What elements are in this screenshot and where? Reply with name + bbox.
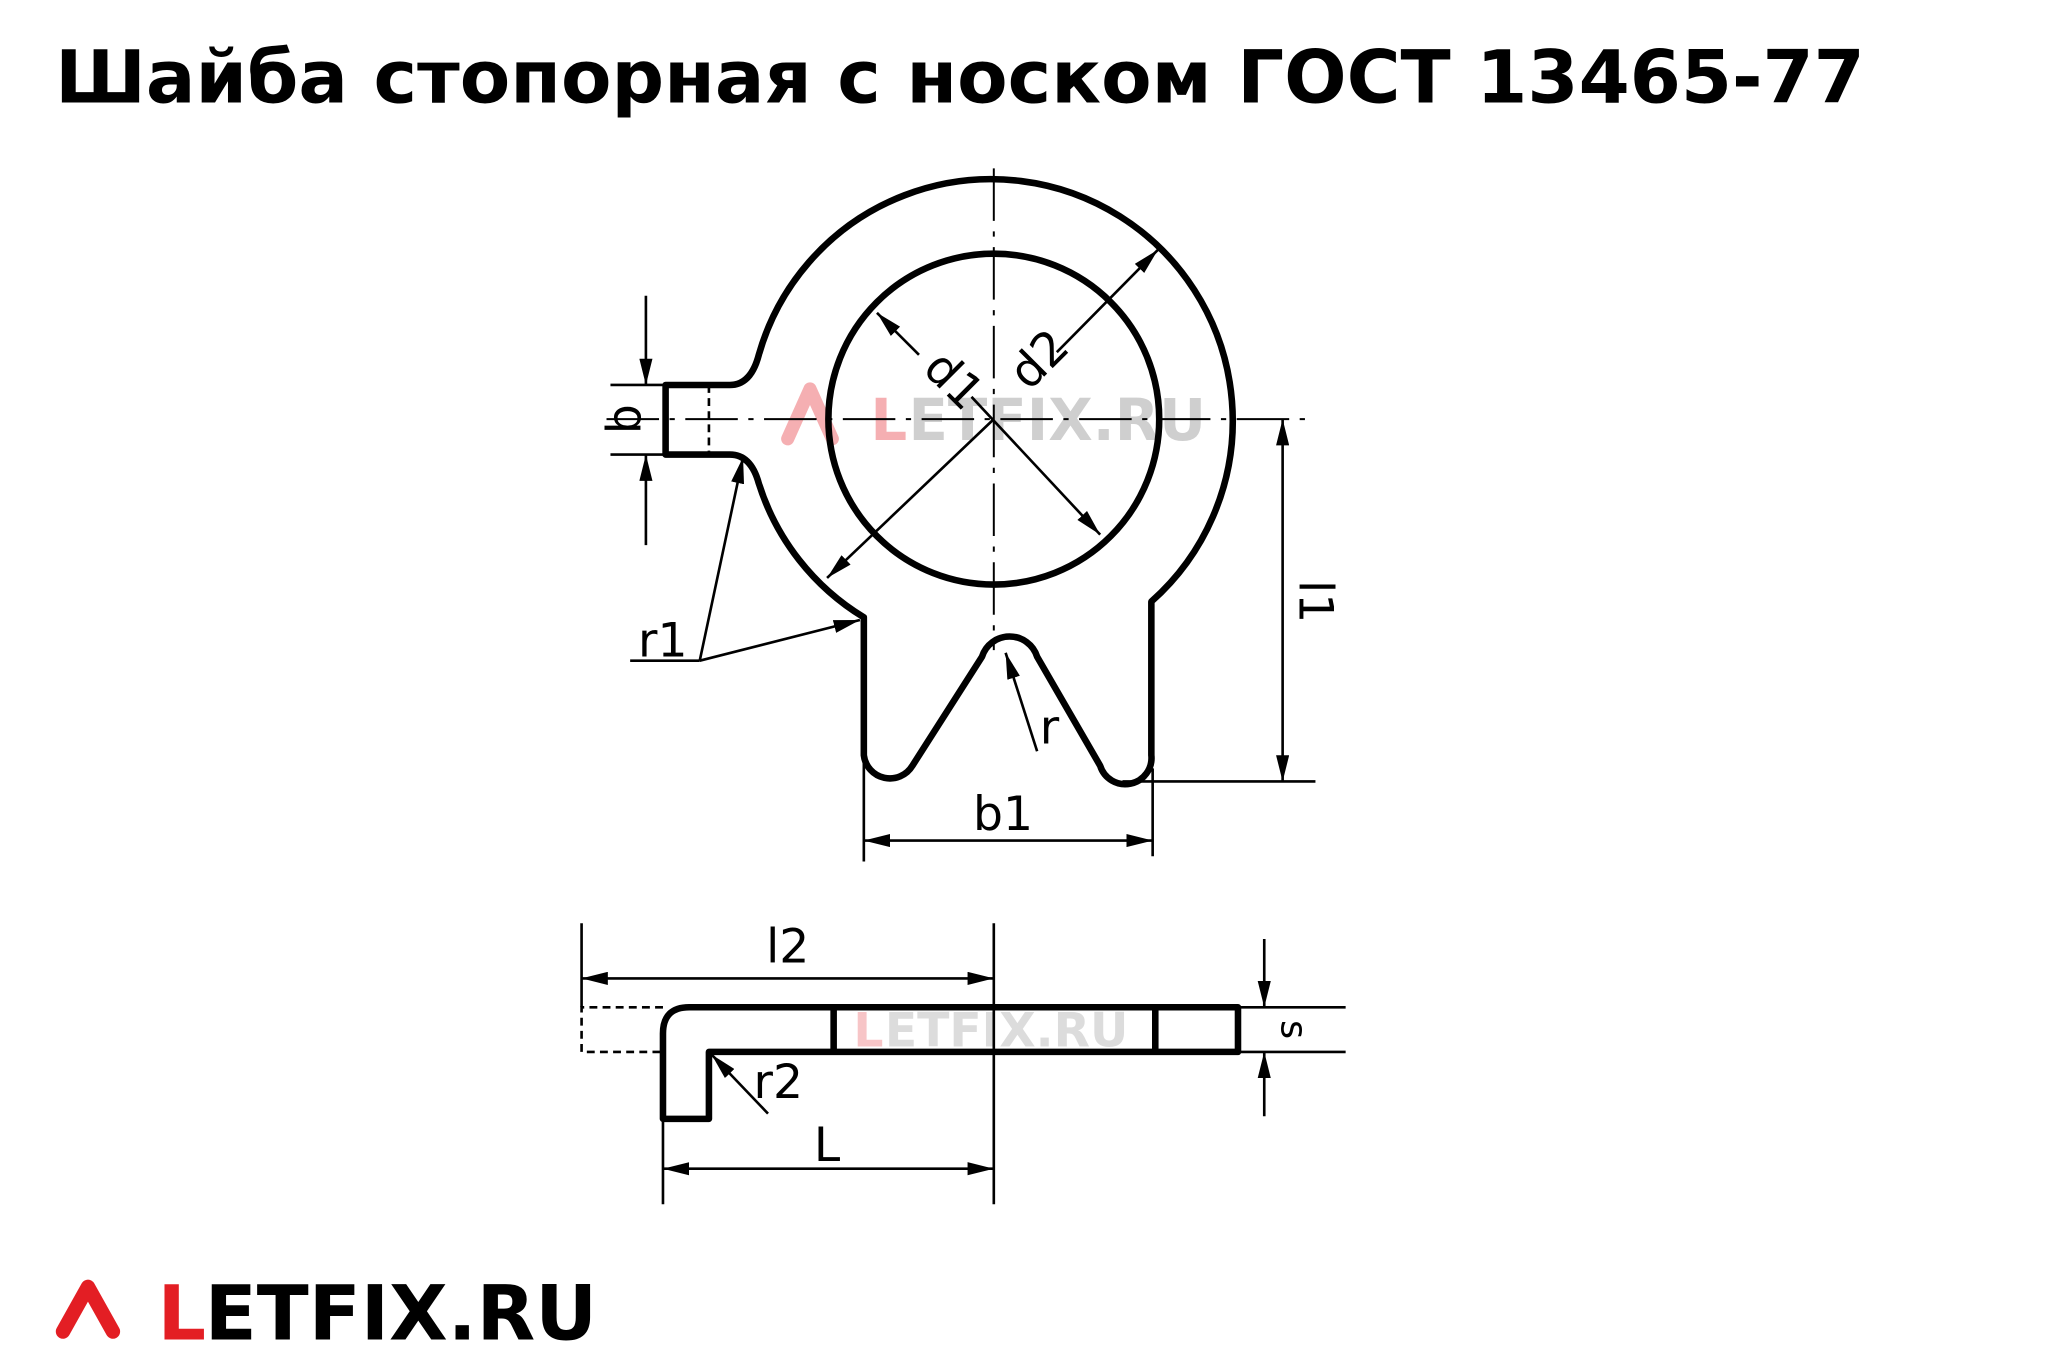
logo-mark-icon [55,1279,121,1339]
dimension-b1: b1 [862,759,1154,862]
svg-text:L: L [814,1118,841,1173]
washer-side-view [580,1003,1242,1123]
svg-text:r2: r2 [754,1055,804,1110]
dimension-r1: r1 [630,456,861,669]
dimension-L: L [661,1118,994,1205]
watermark: L ETFIX.RU [781,382,1206,454]
page-title: Шайба стопорная с носком ГОСТ 13465-77 [55,36,1865,121]
svg-text:L: L [870,386,907,454]
washer-outline [662,175,1237,788]
dimension-s: s [1240,939,1346,1117]
dimension-r: r [1004,652,1060,755]
svg-text:r: r [1040,700,1060,755]
dimension-l2: l2 [580,920,996,1205]
dimension-l1: l1 [1122,419,1343,783]
svg-text:l1: l1 [1288,580,1343,623]
dimension-b: b [598,295,666,546]
dimension-r2: r2 [710,1053,804,1115]
washer-top-view [606,168,1316,788]
svg-text:r1: r1 [638,614,688,669]
hidden-tab-outline [580,1005,663,1054]
svg-text:L: L [158,1268,207,1357]
svg-text:b1: b1 [973,787,1033,842]
svg-text:b: b [598,404,653,434]
svg-text:ETFIX.RU: ETFIX.RU [205,1268,597,1357]
svg-text:l2: l2 [766,920,809,975]
letfix-logo: L ETFIX.RU [55,1268,597,1357]
svg-text:s: s [1272,1020,1315,1039]
